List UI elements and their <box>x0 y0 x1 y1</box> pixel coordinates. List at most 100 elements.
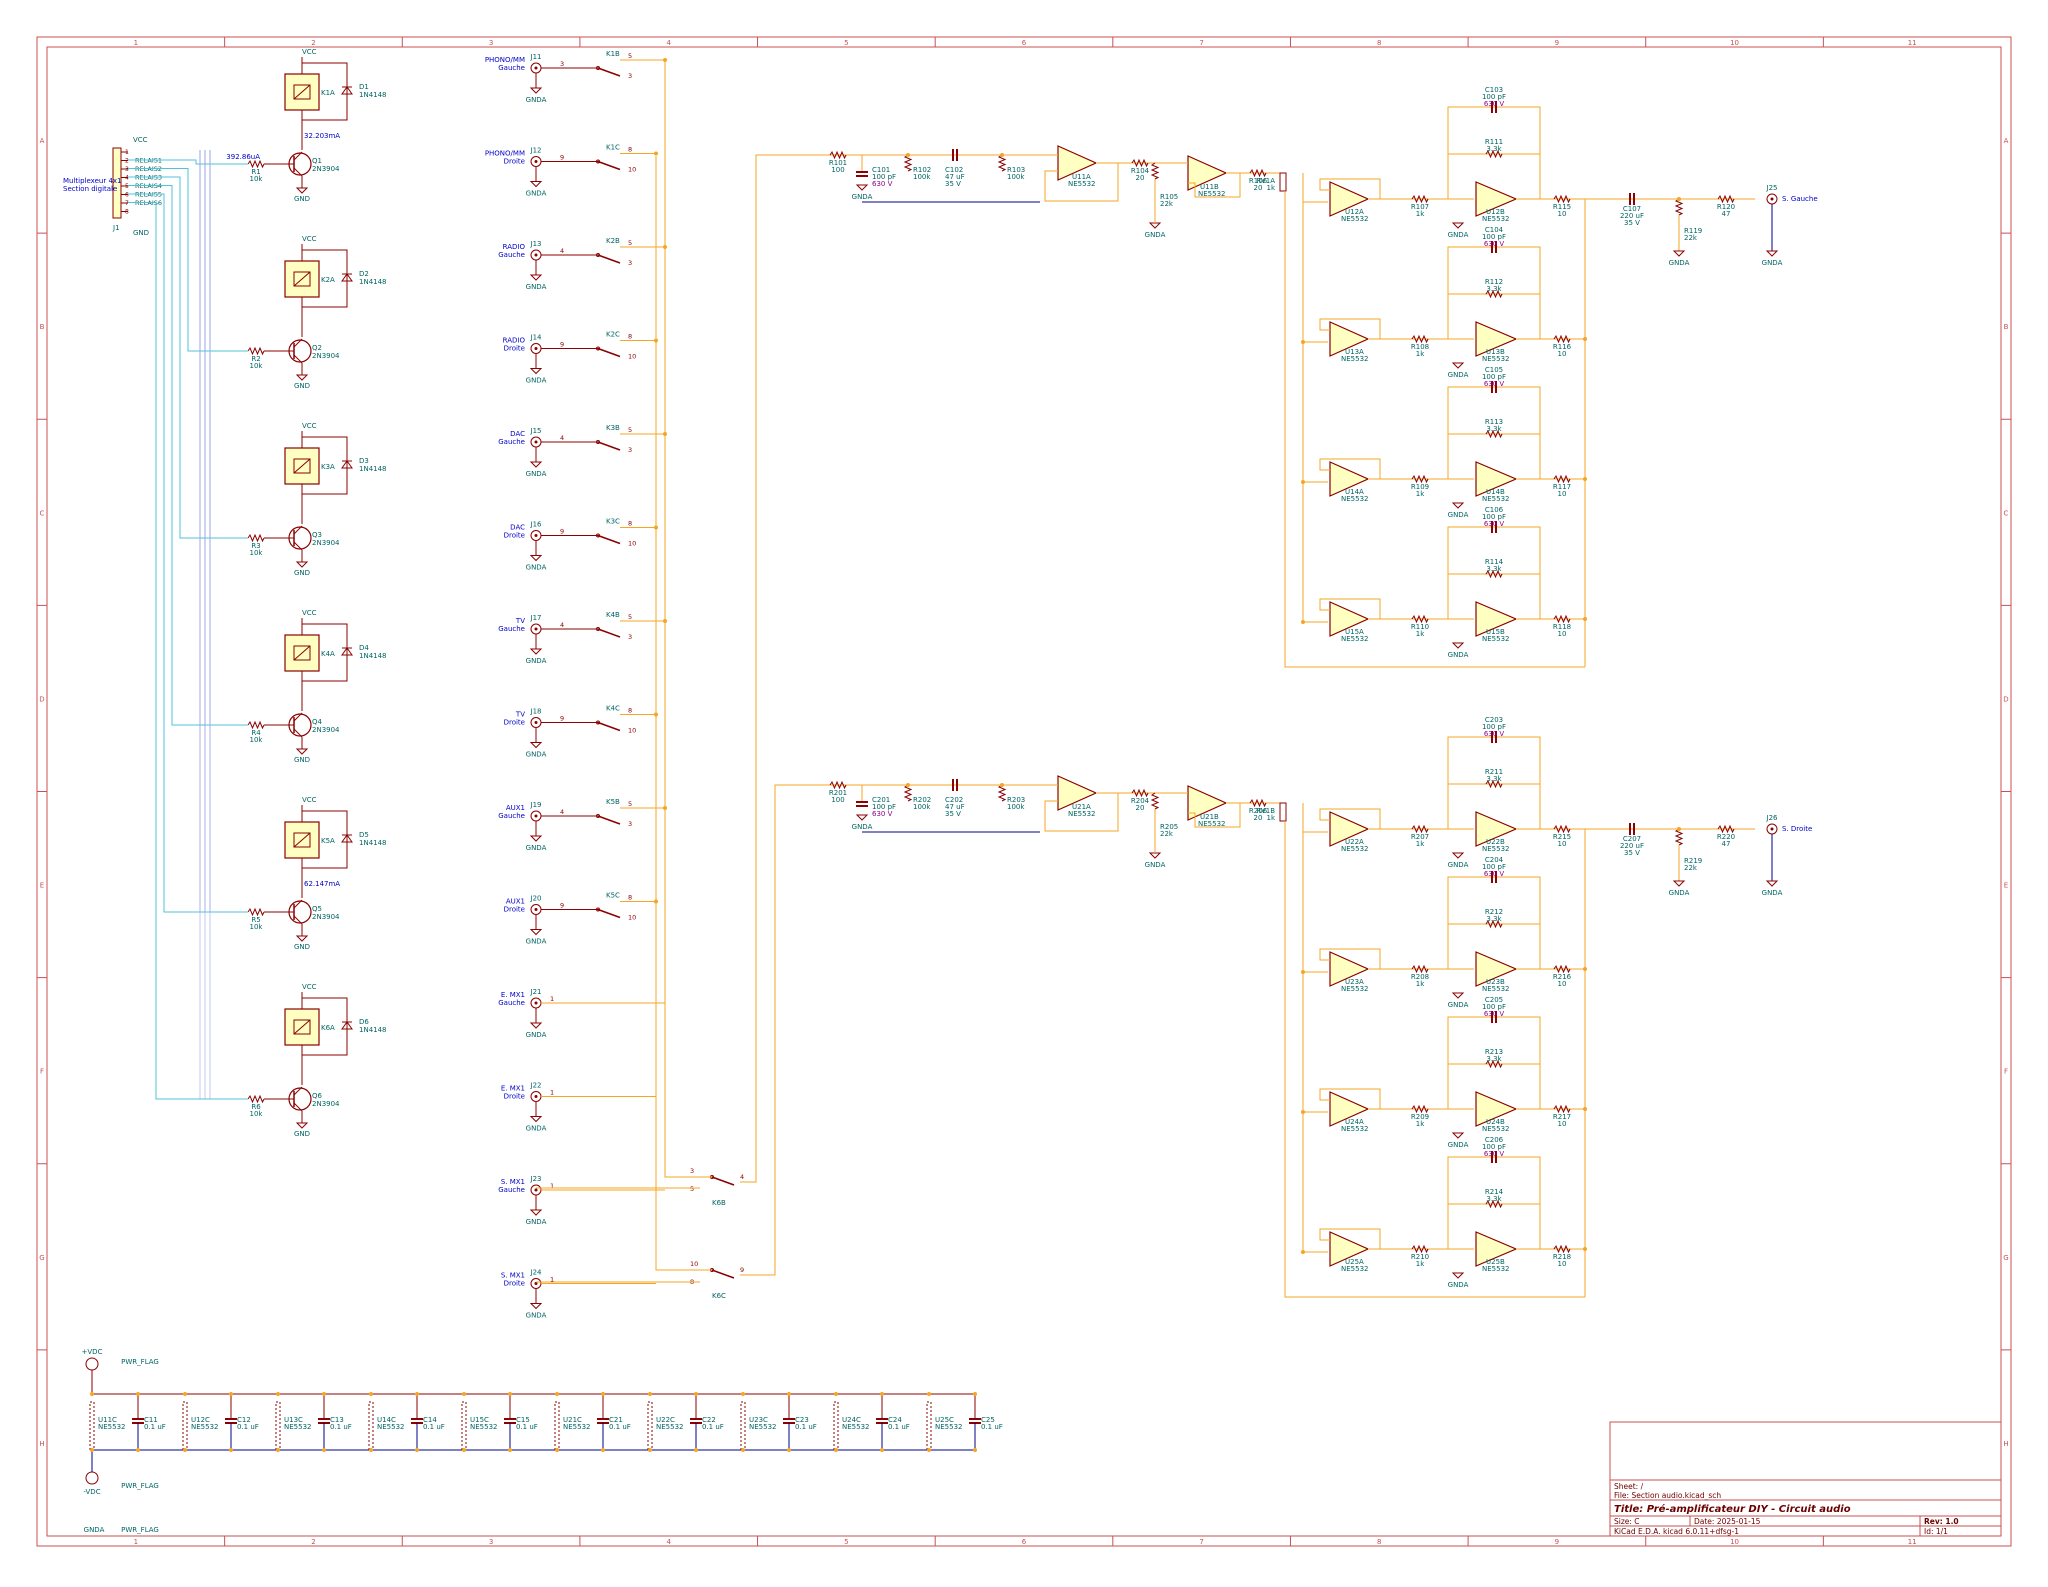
ref: R204 <box>1131 797 1150 805</box>
cap-ref: C15 <box>516 1416 530 1424</box>
junction <box>90 1448 94 1452</box>
row-label-left: G <box>39 1254 44 1262</box>
mux-ref: K6C <box>712 1292 726 1300</box>
transistor-c <box>293 1086 303 1096</box>
junction <box>694 1392 698 1396</box>
diode-value: 1N4148 <box>359 91 387 99</box>
value: 1k <box>1416 980 1425 988</box>
unit-part: NE5532 <box>284 1423 311 1431</box>
input-name: PHONO/MM <box>485 150 525 158</box>
junction <box>787 1448 791 1452</box>
feedback-resistor <box>1485 289 1503 299</box>
column-label-bottom: 10 <box>1730 1538 1739 1546</box>
decoupling-capacitor <box>318 1418 330 1424</box>
column-label-top: 2 <box>311 39 315 47</box>
gain-resistor <box>1131 788 1149 798</box>
pin-num: 1 <box>550 995 554 1003</box>
value: 20 <box>1254 184 1263 192</box>
base-resistor <box>247 159 265 169</box>
opamp-ref: U11B <box>1200 183 1219 191</box>
column-label-bottom: 1 <box>134 1538 138 1546</box>
opamp-power-unit <box>368 1401 374 1451</box>
coupling-capacitor <box>952 779 958 791</box>
junction <box>1301 1250 1305 1254</box>
relay-ref: K4A <box>321 650 335 658</box>
relay-coil-diag <box>293 832 311 848</box>
cap-value: 0.1 uF <box>609 1423 631 1431</box>
gnd-label: GND <box>294 1130 310 1138</box>
gnd-label: GNDA <box>1448 651 1469 659</box>
decoupling-capacitor <box>411 1418 423 1424</box>
input-resistor <box>829 150 847 160</box>
transistor-value: 2N3904 <box>312 165 340 173</box>
row-label-right: A <box>2004 137 2009 145</box>
opamp-part: NE5532 <box>1482 845 1509 853</box>
ref: R112 <box>1485 278 1503 286</box>
value: 10 <box>1558 350 1567 358</box>
diode-value: 1N4148 <box>359 465 387 473</box>
opamp-ref: U13A <box>1345 348 1364 356</box>
ground-icon <box>855 814 869 821</box>
feedback-outer <box>1447 246 1541 339</box>
column-label-top: 4 <box>666 39 671 47</box>
vcc-label: VCC <box>302 422 317 430</box>
opamp-part: NE5532 <box>1341 1265 1368 1273</box>
relay-control-wire <box>128 159 248 165</box>
opamp-power-unit <box>182 1401 188 1451</box>
input-name: AUX1 <box>506 898 525 906</box>
junction <box>369 1392 373 1396</box>
ground-icon <box>295 561 309 568</box>
value: 22k <box>1684 864 1698 872</box>
gnd-label: GND <box>294 195 310 203</box>
transistor-e <box>293 1102 303 1112</box>
feedback-outer <box>1447 386 1541 479</box>
ground-icon <box>529 835 543 842</box>
mux-wire <box>664 1170 712 1178</box>
transistor-ref: Q5 <box>312 905 322 913</box>
base-resistor <box>247 533 265 543</box>
jack-ref: J24 <box>530 1269 543 1277</box>
feedback-outer <box>1447 526 1541 619</box>
decoupling-capacitor <box>132 1418 144 1424</box>
opamp-ref: U12A <box>1345 208 1364 216</box>
gnd-label: GNDA <box>1669 889 1690 897</box>
ref: R105 <box>1160 193 1178 201</box>
value: 1k <box>1416 1120 1425 1128</box>
branch-inverter <box>1475 951 1518 987</box>
ref: R208 <box>1411 973 1429 981</box>
value: 1k <box>1416 1260 1425 1268</box>
resistor-value: 10k <box>250 362 264 370</box>
vdc-neg-symbol <box>85 1471 99 1485</box>
transistor-ref: Q6 <box>312 1092 323 1100</box>
unit-ref: U13C <box>284 1416 303 1424</box>
probe-current-collector: 62.147mA <box>304 880 340 888</box>
unit-part: NE5532 <box>749 1423 776 1431</box>
ref: C106 <box>1485 506 1504 514</box>
row-label-left: F <box>40 1068 44 1076</box>
ground-icon <box>1451 502 1465 509</box>
row-label-right: D <box>2003 695 2008 703</box>
ground-icon <box>295 935 309 942</box>
input-jack-center <box>534 1282 538 1285</box>
input-name: E. MX1 <box>501 1085 525 1093</box>
value: 100 pF <box>872 173 896 181</box>
input-jack-center <box>534 908 538 911</box>
title-block <box>1609 1421 2002 1537</box>
opamp-ref: U14B <box>1486 488 1505 496</box>
relay-ref: K1A <box>321 89 335 97</box>
relay-coil-diag <box>293 84 311 100</box>
junction <box>973 1448 977 1452</box>
output-branch-resistor <box>1553 194 1571 204</box>
junction <box>462 1392 466 1396</box>
gnd-label: GNDA <box>526 377 547 385</box>
transistor-c <box>293 338 303 348</box>
input-channel: Droite <box>504 1093 525 1101</box>
ground-icon <box>529 87 543 94</box>
junction <box>834 1448 838 1452</box>
junction <box>229 1392 233 1396</box>
voltage: 630 V <box>1484 730 1505 738</box>
branch-resistor <box>1411 824 1429 834</box>
branch-buffer <box>1329 1231 1370 1267</box>
value: 100 <box>831 796 844 804</box>
opamp-part: NE5532 <box>1482 985 1509 993</box>
